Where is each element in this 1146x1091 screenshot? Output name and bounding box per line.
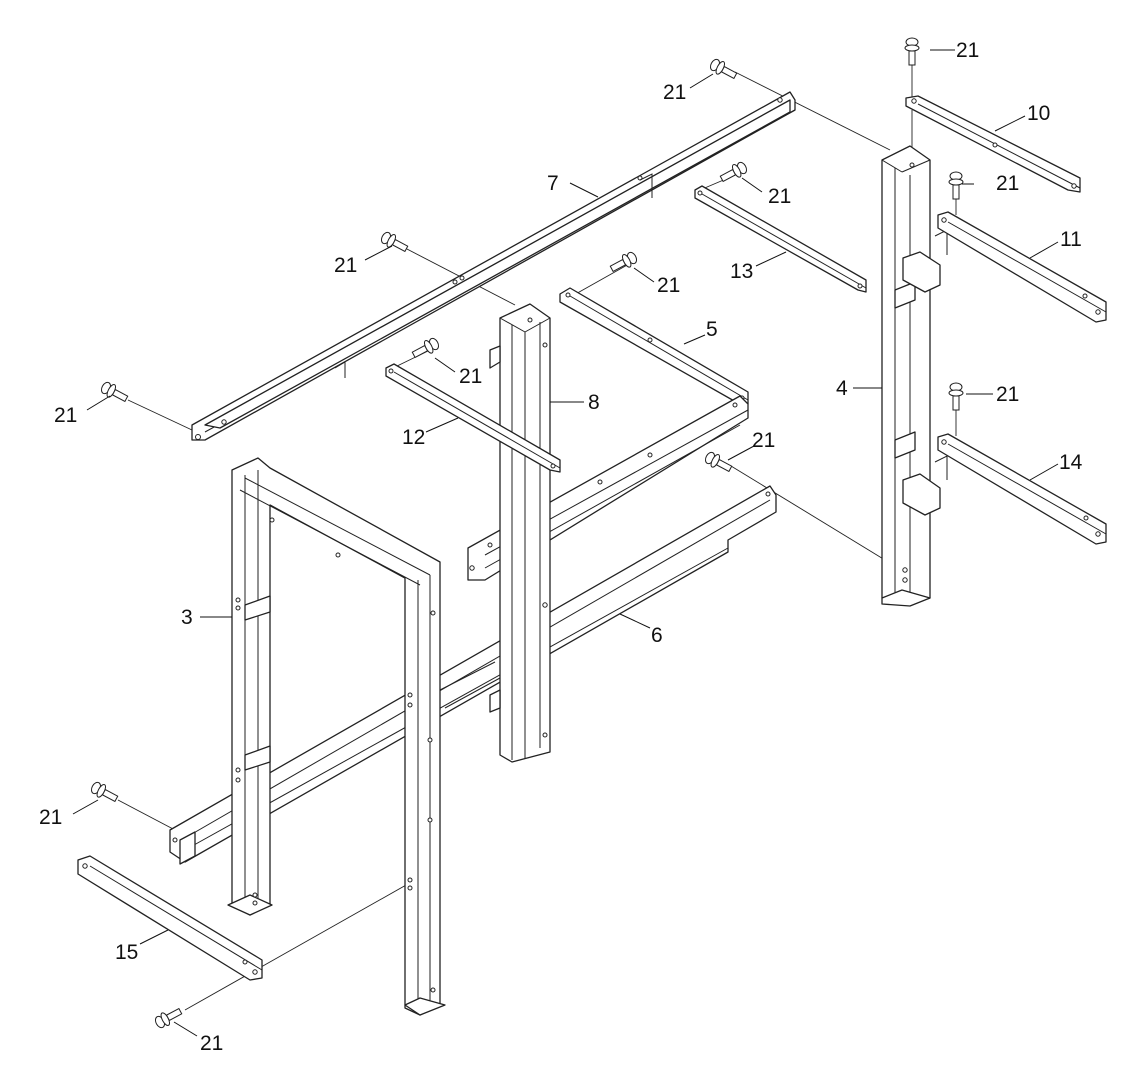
callout-21: 21 [54, 404, 77, 427]
callout-11: 11 [1060, 228, 1082, 251]
bolts [90, 37, 964, 1029]
callout-21: 21 [752, 429, 775, 452]
part-11-side-rail [937, 211, 1107, 323]
callout-21: 21 [39, 806, 62, 829]
callout-21: 21 [996, 172, 1019, 195]
part-15-lower-brace [77, 855, 263, 981]
callout-5: 5 [706, 318, 718, 341]
callout-7: 7 [547, 172, 559, 195]
callout-13: 13 [730, 260, 753, 283]
callout-21: 21 [996, 383, 1019, 406]
callout-21: 21 [459, 365, 482, 388]
callout-21: 21 [200, 1032, 223, 1055]
part-7-top-rail [191, 91, 796, 441]
callout-14: 14 [1059, 451, 1083, 474]
bolt-with-washer-icon [948, 171, 964, 200]
bolt-with-washer-icon [719, 161, 748, 183]
callout-10: 10 [1027, 102, 1050, 125]
leader-lines [72, 49, 1059, 1037]
bolt-with-washer-icon [609, 251, 638, 273]
callout-15: 15 [115, 941, 138, 964]
callout-21: 21 [334, 254, 357, 277]
callout-21: 21 [768, 185, 791, 208]
bolt-with-washer-icon [704, 451, 733, 473]
bolt-with-washer-icon [948, 382, 964, 411]
part-12-cross-brace [385, 363, 561, 473]
part-3-left-frame [227, 457, 446, 1016]
part-14-side-rail [937, 433, 1107, 545]
callout-21: 21 [956, 39, 979, 62]
part-4-right-leg [881, 145, 948, 607]
bolt-with-washer-icon [90, 781, 119, 803]
callout-4: 4 [836, 377, 848, 400]
part-6-lower-rail [169, 485, 777, 865]
callout-3: 3 [181, 606, 193, 629]
callout-21: 21 [663, 81, 686, 104]
bolt-with-washer-icon [154, 1007, 183, 1029]
bolt-with-washer-icon [411, 337, 440, 359]
callout-8: 8 [588, 391, 600, 414]
callout-21: 21 [657, 274, 680, 297]
callout-12: 12 [402, 426, 425, 449]
part-8-center-post [489, 303, 551, 763]
bolt-with-washer-icon [380, 231, 409, 253]
bolt-with-washer-icon [709, 58, 738, 80]
part-13-cross-brace [694, 185, 867, 293]
bolt-with-washer-icon [904, 37, 920, 66]
callout-labels: 3 4 5 6 7 8 10 11 12 13 14 15 21 21 21 2… [39, 39, 1083, 1055]
part-10-bracket [905, 95, 1081, 193]
callout-6: 6 [651, 624, 663, 647]
bolt-with-washer-icon [100, 381, 129, 403]
